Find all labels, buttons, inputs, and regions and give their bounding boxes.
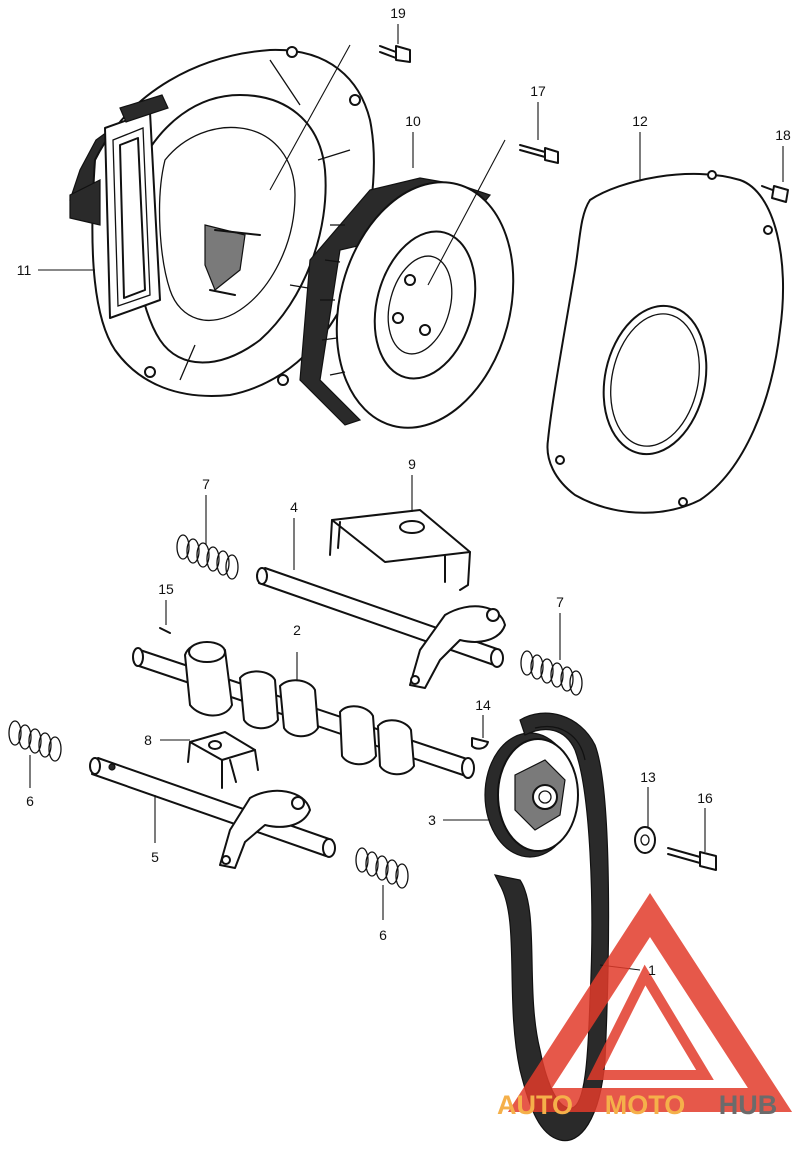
part-13-washer [634,826,656,854]
callout-10: 10 [405,113,421,129]
part-7a-spring [176,534,239,580]
part-6b-spring [355,847,409,889]
watermark-text-moto: MOTO [605,1090,686,1120]
callout-12: 12 [632,113,648,129]
part-5-rocker-shaft [89,757,336,869]
callout-8: 8 [144,732,152,748]
callout-6b: 6 [379,927,387,943]
part-19-bolt [379,45,411,63]
watermark-logo: AUTO MOTO HUB [497,892,793,1120]
watermark-text-hub: HUB [719,1090,778,1120]
callout-7b: 7 [556,594,564,610]
part-7b-spring [520,650,583,696]
part-3-pulley [484,732,579,858]
callout-18: 18 [775,127,791,143]
watermark-text-auto: AUTO [497,1090,573,1120]
callout-17: 17 [530,83,546,99]
part-4-rocker-shaft [256,567,506,689]
callout-14: 14 [475,697,491,713]
part-18-bolt [761,185,789,203]
part-12-cover-plate [546,170,785,514]
part-16-bolt [667,847,717,871]
callout-2: 2 [293,622,301,638]
part-8-bracket [187,731,259,789]
part-14-key [471,737,489,750]
callout-13: 13 [640,769,656,785]
callout-19: 19 [390,5,406,21]
part-10-cooling-fan [299,177,515,429]
part-1-timing-belt [493,712,610,1142]
part-6a-spring [8,720,62,762]
callout-16: 16 [697,790,713,806]
callout-15: 15 [158,581,174,597]
part-9-bracket [329,509,471,591]
callout-1: 1 [648,962,656,978]
callout-5: 5 [151,849,159,865]
part-15-key [159,627,171,634]
callout-11: 11 [17,262,32,278]
leader-lines [29,24,784,971]
callout-4: 4 [290,499,298,515]
callout-6a: 6 [26,793,34,809]
callout-3: 3 [428,812,436,828]
part-2-camshaft [132,641,475,779]
part-11-housing [69,46,375,397]
part-17-bolt [519,144,559,164]
callout-labels: 19 10 11 12 17 18 9 7 4 7 15 2 14 8 6 5 … [17,5,791,978]
callout-9: 9 [408,456,416,472]
callout-7a: 7 [202,476,210,492]
